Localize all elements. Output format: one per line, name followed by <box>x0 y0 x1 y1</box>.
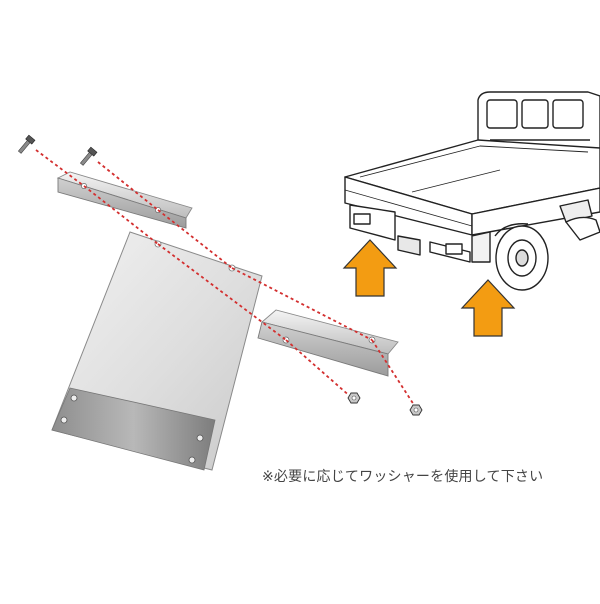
truck-cargo-bed <box>344 139 600 236</box>
bolt-icon <box>79 146 98 166</box>
guide-line <box>231 267 373 341</box>
upper-bracket <box>56 171 193 229</box>
bolt-icon <box>17 134 36 154</box>
truck-front-wheel <box>565 216 600 241</box>
nut-icon <box>409 404 423 416</box>
guide-line <box>285 339 353 399</box>
guide-lines <box>35 149 417 409</box>
guide-line <box>97 161 159 211</box>
mud-guard-plate <box>51 231 263 471</box>
guide-line <box>157 209 233 269</box>
plate-hole <box>70 394 78 402</box>
truck-chassis <box>349 199 593 263</box>
truck-illustration <box>344 91 600 291</box>
plate-bottom-band <box>51 387 216 471</box>
up-arrow-icon <box>460 279 516 337</box>
guide-line <box>35 149 85 187</box>
guide-line <box>371 339 417 409</box>
guide-line <box>83 185 159 245</box>
plate-hole <box>60 416 68 424</box>
nut-icon <box>347 392 361 404</box>
up-arrow-icon <box>342 239 398 297</box>
washer-note: ※必要に応じてワッシャーを使用して下さい <box>262 469 544 485</box>
plate-hole <box>188 456 196 464</box>
guide-line <box>157 243 287 341</box>
plate-hole <box>196 434 204 442</box>
right-bracket <box>257 309 399 377</box>
truck-rear-wheel <box>494 223 549 291</box>
